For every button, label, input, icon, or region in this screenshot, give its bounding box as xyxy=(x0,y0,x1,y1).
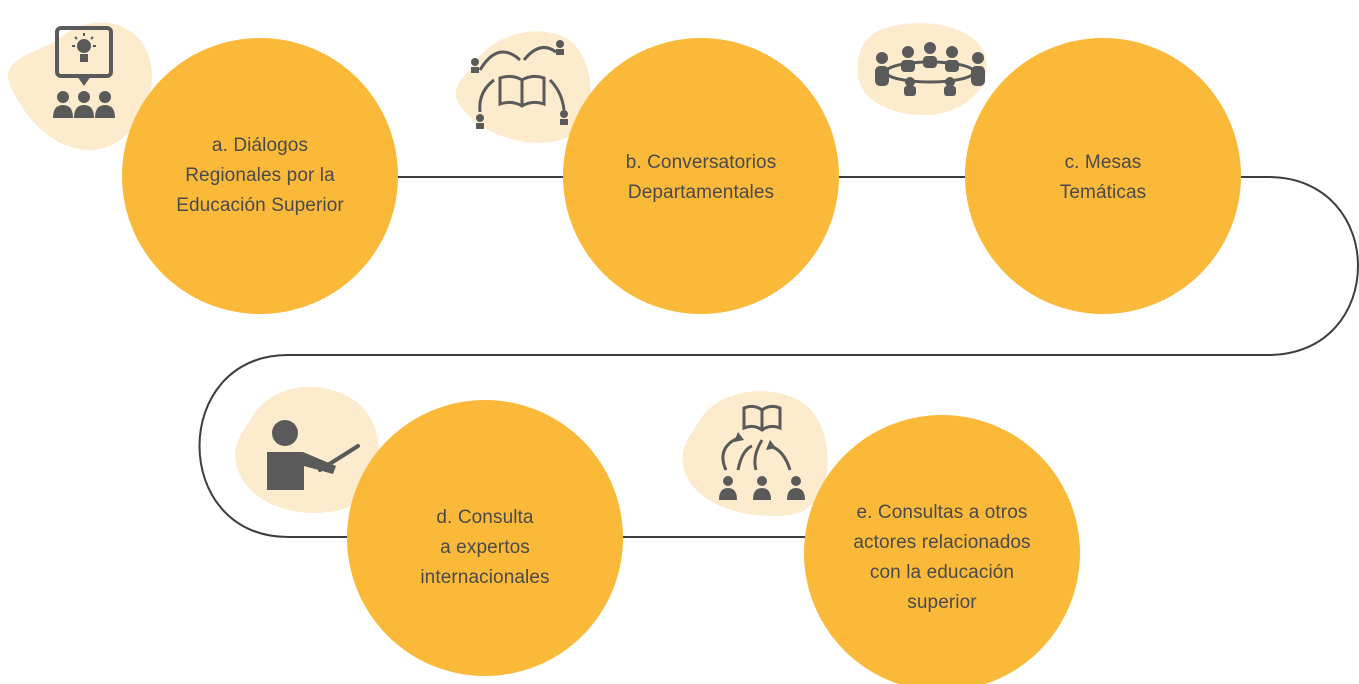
step-e-line-2: actores relacionados xyxy=(853,532,1031,553)
step-d-line-1: d. Consulta xyxy=(436,507,534,528)
step-circle-d xyxy=(347,400,623,676)
step-label-a: a. Diálogos Regionales por la Educación … xyxy=(140,128,380,224)
step-circle-c xyxy=(965,38,1241,314)
step-a-line-1: a. Diálogos xyxy=(211,135,309,156)
step-label-c: c. Mesas Temáticas xyxy=(983,146,1223,210)
step-circle-a xyxy=(122,38,398,314)
step-label-e: e. Consultas a otros actores relacionado… xyxy=(812,494,1072,622)
teacher-pointer-icon xyxy=(267,420,360,490)
step-b-line-2: Departamentales xyxy=(627,182,775,203)
step-b-line-1: b. Conversatorios xyxy=(625,152,777,173)
idea-presentation-icon xyxy=(53,26,115,118)
step-c-line-2: Temáticas xyxy=(1059,182,1147,203)
step-label-b: b. Conversatorios Departamentales xyxy=(581,146,821,210)
step-e-line-1: e. Consultas a otros xyxy=(856,502,1028,523)
connector-line xyxy=(198,176,1359,538)
step-c-line-1: c. Mesas xyxy=(1064,152,1142,173)
step-label-d: d. Consulta a expertos internacionales xyxy=(365,500,605,596)
step-e-line-4: superior xyxy=(907,592,977,613)
step-a-line-2: Regionales por la xyxy=(185,165,335,186)
step-e-line-3: con la educación xyxy=(869,562,1015,583)
step-a-line-3: Educación Superior xyxy=(176,195,344,216)
step-d-line-2: a expertos xyxy=(440,537,530,558)
icon-blob-a xyxy=(8,22,152,150)
step-circle-e xyxy=(804,415,1080,684)
knowledge-exchange-icon xyxy=(719,404,805,500)
round-table-meeting-icon xyxy=(875,42,985,96)
step-d-line-3: internacionales xyxy=(420,567,550,588)
book-sharing-icon xyxy=(471,40,568,129)
step-circle-b xyxy=(563,38,839,314)
